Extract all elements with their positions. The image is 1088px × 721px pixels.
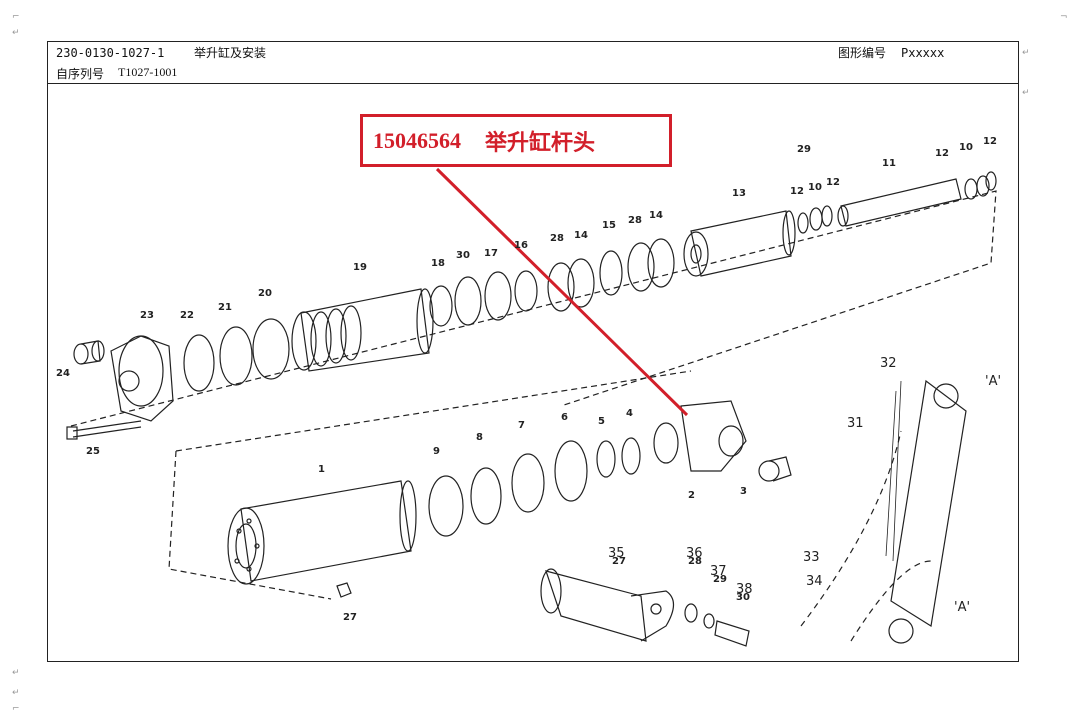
part-label-15: 15 — [602, 220, 616, 231]
part-label-33: 33 — [803, 550, 820, 565]
part-label-38: 38 — [736, 582, 753, 597]
part-label-1: 1 — [318, 464, 325, 475]
title-block: 230-0130-1027-1 举升缸及安装 图形编号 Pxxxxx 自序列号 … — [48, 42, 1018, 84]
part-label-7: 7 — [518, 420, 525, 431]
part-label-12c: 12 — [935, 148, 949, 159]
part-label-27b: 27 — [612, 556, 626, 567]
part-label-3: 3 — [740, 486, 747, 497]
part-label-13: 13 — [732, 188, 746, 199]
part-label-31: 31 — [847, 416, 864, 431]
exploded-view-diagram — [66, 167, 997, 647]
part-label-34: 34 — [806, 574, 823, 589]
figure-number-value: Pxxxxx — [901, 46, 945, 60]
part-label-21: 21 — [218, 302, 232, 313]
part-label-5: 5 — [598, 416, 605, 427]
rod-tube-11 — [840, 178, 962, 227]
callout-leader-line — [435, 167, 689, 417]
part-label-28a: 28 — [628, 215, 642, 226]
part-label-22: 22 — [180, 310, 194, 321]
part-label-6: 6 — [561, 412, 568, 423]
drawing-code: 230-0130-1027-1 — [56, 46, 165, 60]
part-label-27: 27 — [343, 612, 357, 623]
part-label-28c: 28 — [688, 556, 702, 567]
part-label-10b: 10 — [959, 142, 973, 153]
part-label-12b: 12 — [826, 177, 840, 188]
part-label-25: 25 — [86, 446, 100, 457]
drawing-title: 举升缸及安装 — [194, 46, 267, 60]
part-label-17: 17 — [484, 248, 498, 259]
part-label-A1: 'A' — [985, 374, 1002, 389]
part-label-20: 20 — [258, 288, 272, 299]
part-label-36: 36 — [686, 546, 703, 561]
serial-label: 自序列号 — [56, 67, 105, 81]
part-label-2: 2 — [688, 490, 695, 501]
part-label-9: 9 — [433, 446, 440, 457]
callout-part-name: 举升缸杆头 — [485, 129, 596, 155]
part-label-10a: 10 — [808, 182, 822, 193]
serial-value: T1027-1001 — [118, 65, 178, 79]
part-label-28b: 28 — [550, 233, 564, 244]
part-label-30b: 30 — [736, 592, 750, 603]
part-label-12a: 12 — [790, 186, 804, 197]
part-label-35: 35 — [608, 546, 625, 561]
part-label-14a: 14 — [649, 210, 663, 221]
callout-box: 15046564 举升缸杆头 — [360, 114, 672, 167]
part-label-30: 30 — [456, 250, 470, 261]
part-label-11: 11 — [882, 158, 896, 169]
part-label-29b: 29 — [713, 574, 727, 585]
part-label-A2: 'A' — [954, 600, 971, 615]
part-label-19: 19 — [353, 262, 367, 273]
figure-number-label: 图形编号 — [838, 46, 887, 60]
part-label-29a: 29 — [797, 144, 811, 155]
part-label-16: 16 — [514, 240, 528, 251]
part-label-14b: 14 — [574, 230, 588, 241]
part-label-12d: 12 — [983, 136, 997, 147]
part-label-8: 8 — [476, 432, 483, 443]
callout-part-number: 15046564 — [373, 127, 461, 153]
part-label-24: 24 — [56, 368, 70, 379]
part-label-23: 23 — [140, 310, 154, 321]
part-label-18: 18 — [431, 258, 445, 269]
part-label-4: 4 — [626, 408, 633, 419]
part-label-37: 37 — [710, 564, 727, 579]
part-label-32: 32 — [880, 356, 897, 371]
drawing-frame: 230-0130-1027-1 举升缸及安装 图形编号 Pxxxxx 自序列号 … — [47, 41, 1019, 662]
